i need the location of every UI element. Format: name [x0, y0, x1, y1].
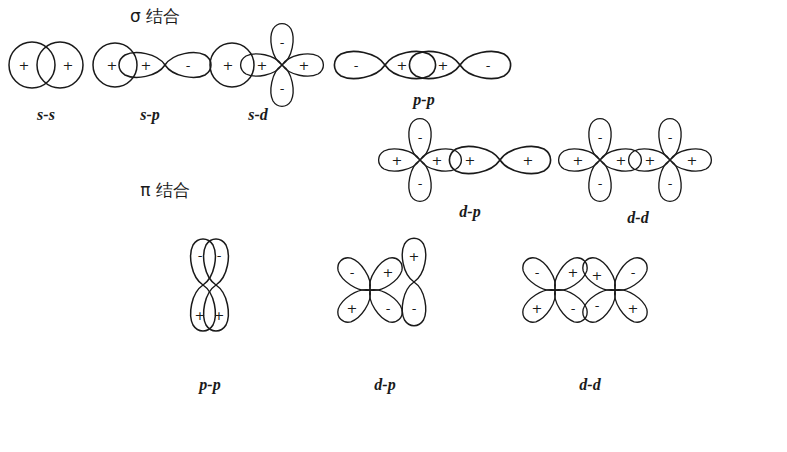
phase-sign: + [592, 269, 603, 282]
phase-sign: + [299, 59, 310, 72]
overlap-name: s-p [140, 107, 160, 123]
phase-sign: - [598, 131, 603, 144]
phase-sign: - [668, 131, 673, 144]
phase-sign: - [198, 249, 203, 262]
overlap-name: s-s [37, 107, 55, 123]
phase-sign: - [354, 59, 359, 72]
phase-sign: - [280, 82, 285, 95]
overlap-name: p-p [413, 92, 434, 108]
phase-sign: + [63, 59, 74, 72]
phase-sign: - [350, 266, 355, 279]
phase-sign: + [223, 59, 234, 72]
phase-sign: + [347, 302, 358, 315]
phase-sign: + [568, 266, 579, 279]
phase-sign: + [409, 250, 420, 263]
phase-sign: - [186, 59, 191, 72]
overlap-name: p-p [199, 377, 220, 393]
overlap-name: d-d [579, 377, 600, 393]
phase-sign: + [383, 266, 394, 279]
phase-sign: + [432, 154, 443, 167]
phase-sign: - [631, 266, 636, 279]
overlap-name: d-p [374, 377, 395, 393]
phase-sign: + [573, 154, 584, 167]
section-heading: σ 结合 [130, 8, 180, 25]
section-heading: π 结合 [140, 182, 190, 199]
phase-sign: + [141, 59, 152, 72]
phase-sign: - [418, 131, 423, 144]
phase-sign: - [217, 249, 222, 262]
phase-sign: + [392, 154, 403, 167]
phase-sign: + [438, 59, 449, 72]
phase-sign: - [595, 299, 600, 312]
phase-sign: + [465, 154, 476, 167]
overlap-name: s-d [248, 107, 268, 123]
phase-sign: + [645, 154, 656, 167]
phase-sign: + [19, 59, 30, 72]
phase-sign: + [523, 154, 534, 167]
phase-sign: + [107, 59, 118, 72]
phase-sign: - [280, 36, 285, 49]
overlap-name: d-p [459, 204, 480, 220]
phase-sign: - [486, 59, 491, 72]
phase-sign: - [386, 302, 391, 315]
phase-sign: + [687, 154, 698, 167]
phase-sign: - [571, 302, 576, 315]
phase-sign: - [418, 177, 423, 190]
phase-sign: + [616, 154, 627, 167]
phase-sign: + [257, 59, 268, 72]
phase-sign: - [598, 177, 603, 190]
phase-sign: - [535, 266, 540, 279]
phase-sign: + [214, 309, 225, 322]
phase-sign: + [195, 309, 206, 322]
phase-sign: + [628, 302, 639, 315]
overlap-name: d-d [627, 210, 648, 226]
phase-sign: + [532, 302, 543, 315]
phase-sign: - [412, 302, 417, 315]
phase-sign: + [397, 59, 408, 72]
phase-sign: - [668, 177, 673, 190]
